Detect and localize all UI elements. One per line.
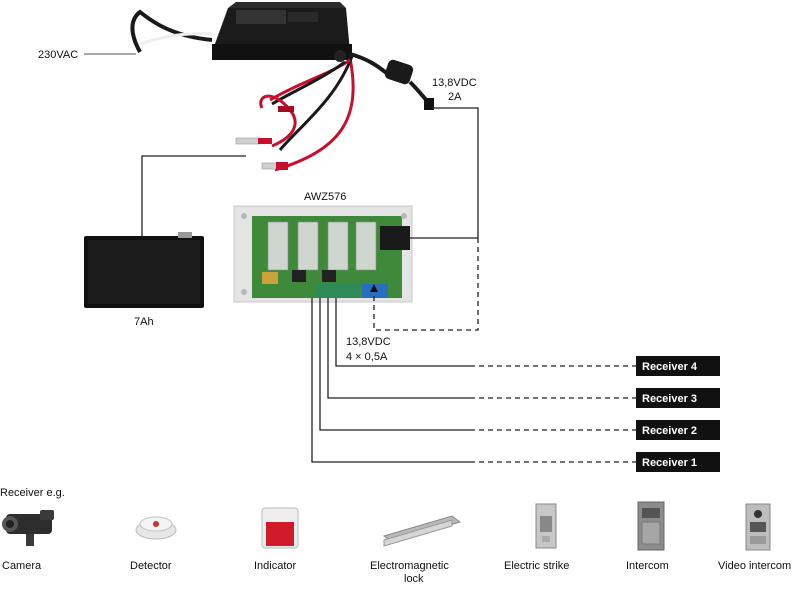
outputs-current-label: 4 × 0,5A bbox=[346, 351, 388, 363]
video-intercom-icon bbox=[745, 503, 771, 551]
power-supply bbox=[212, 2, 352, 62]
battery-leads bbox=[235, 55, 355, 172]
device-label-electric-strike: Electric strike bbox=[504, 560, 569, 572]
dc-out-current-label: 2A bbox=[448, 91, 462, 103]
device-label-electromagnetic: Electromagnetic bbox=[370, 560, 449, 572]
module-label: AWZ576 bbox=[304, 191, 346, 203]
output-lines bbox=[311, 298, 636, 463]
receiver-1: Receiver 1 bbox=[636, 452, 720, 472]
receiver-3-label: Receiver 3 bbox=[642, 393, 697, 405]
intercom-icon bbox=[637, 501, 665, 551]
electric-strike-icon bbox=[535, 503, 557, 549]
mains-cable bbox=[84, 9, 213, 55]
battery bbox=[84, 232, 204, 308]
detector-icon bbox=[135, 516, 177, 540]
outputs-voltage-label: 13,8VDC bbox=[346, 336, 391, 348]
dc-output-cable bbox=[349, 52, 479, 238]
receiver-4: Receiver 4 bbox=[636, 356, 720, 376]
awz576-module bbox=[233, 205, 413, 303]
device-label-video-intercom: Video intercom bbox=[718, 560, 791, 572]
battery-wire bbox=[141, 155, 246, 238]
device-label-detector: Detector bbox=[130, 560, 172, 572]
receiver-3: Receiver 3 bbox=[636, 388, 720, 408]
receiver-1-label: Receiver 1 bbox=[642, 457, 697, 469]
receiver-eg-label: Receiver e.g. bbox=[0, 487, 65, 499]
camera-icon bbox=[2, 510, 54, 546]
device-label-indicator: Indicator bbox=[254, 560, 297, 572]
indicator-icon bbox=[261, 507, 299, 549]
dc-alt-arrow bbox=[370, 284, 378, 292]
mains-label: 230VAC bbox=[38, 49, 78, 61]
electromagnetic-lock-icon bbox=[382, 515, 462, 547]
device-label-intercom: Intercom bbox=[626, 560, 669, 572]
dc-alt-feed bbox=[373, 238, 479, 331]
receiver-2: Receiver 2 bbox=[636, 420, 720, 440]
device-label-lock: lock bbox=[404, 573, 424, 584]
receiver-2-label: Receiver 2 bbox=[642, 425, 697, 437]
device-label-camera: Camera bbox=[2, 560, 42, 572]
dc-out-voltage-label: 13,8VDC bbox=[432, 77, 477, 89]
battery-label: 7Ah bbox=[134, 316, 154, 328]
receiver-4-label: Receiver 4 bbox=[642, 361, 698, 373]
